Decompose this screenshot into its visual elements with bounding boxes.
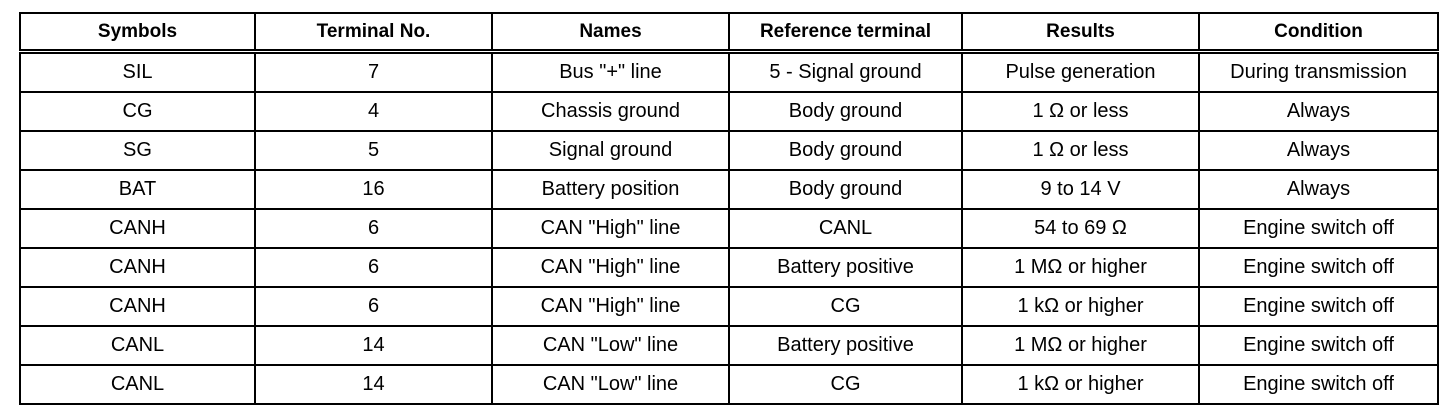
cell-reference-terminal: Battery positive	[728, 247, 963, 288]
cell-condition: Engine switch off	[1198, 364, 1439, 405]
table-header-row: Symbols Terminal No. Names Reference ter…	[19, 12, 1439, 54]
cell-condition: During transmission	[1198, 50, 1439, 93]
cell-result: 1 MΩ or higher	[961, 325, 1200, 366]
cell-terminal-no: 5	[254, 130, 493, 171]
terminal-spec-table: Symbols Terminal No. Names Reference ter…	[19, 12, 1439, 405]
cell-condition: Always	[1198, 130, 1439, 171]
cell-symbol: SIL	[19, 50, 256, 93]
cell-reference-terminal: CG	[728, 364, 963, 405]
header-names: Names	[491, 12, 730, 54]
cell-symbol: CANH	[19, 286, 256, 327]
header-reference-terminal: Reference terminal	[728, 12, 963, 54]
cell-condition: Always	[1198, 91, 1439, 132]
cell-symbol: CANH	[19, 208, 256, 249]
table-row: CANH 6 CAN "High" line Battery positive …	[19, 247, 1439, 288]
cell-condition: Engine switch off	[1198, 286, 1439, 327]
cell-name: Bus "+" line	[491, 50, 730, 93]
cell-result: 1 Ω or less	[961, 91, 1200, 132]
cell-terminal-no: 6	[254, 247, 493, 288]
cell-result: 1 MΩ or higher	[961, 247, 1200, 288]
cell-terminal-no: 14	[254, 325, 493, 366]
table-row: CANL 14 CAN "Low" line Battery positive …	[19, 325, 1439, 366]
table-row: SG 5 Signal ground Body ground 1 Ω or le…	[19, 130, 1439, 171]
cell-reference-terminal: Body ground	[728, 130, 963, 171]
cell-result: Pulse generation	[961, 50, 1200, 93]
cell-reference-terminal: Battery positive	[728, 325, 963, 366]
cell-symbol: CANL	[19, 325, 256, 366]
cell-result: 1 kΩ or higher	[961, 364, 1200, 405]
cell-symbol: CG	[19, 91, 256, 132]
cell-condition: Engine switch off	[1198, 247, 1439, 288]
table-row: SIL 7 Bus "+" line 5 - Signal ground Pul…	[19, 50, 1439, 93]
cell-result: 9 to 14 V	[961, 169, 1200, 210]
cell-name: CAN "Low" line	[491, 364, 730, 405]
cell-result: 1 Ω or less	[961, 130, 1200, 171]
cell-result: 1 kΩ or higher	[961, 286, 1200, 327]
cell-condition: Engine switch off	[1198, 325, 1439, 366]
table-row: CG 4 Chassis ground Body ground 1 Ω or l…	[19, 91, 1439, 132]
cell-symbol: CANL	[19, 364, 256, 405]
cell-terminal-no: 7	[254, 50, 493, 93]
header-symbols: Symbols	[19, 12, 256, 54]
cell-reference-terminal: 5 - Signal ground	[728, 50, 963, 93]
cell-symbol: BAT	[19, 169, 256, 210]
cell-condition: Always	[1198, 169, 1439, 210]
cell-symbol: CANH	[19, 247, 256, 288]
header-results: Results	[961, 12, 1200, 54]
table-row: BAT 16 Battery position Body ground 9 to…	[19, 169, 1439, 210]
cell-name: Signal ground	[491, 130, 730, 171]
table-row: CANL 14 CAN "Low" line CG 1 kΩ or higher…	[19, 364, 1439, 405]
cell-name: Chassis ground	[491, 91, 730, 132]
table-row: CANH 6 CAN "High" line CANL 54 to 69 Ω E…	[19, 208, 1439, 249]
header-condition: Condition	[1198, 12, 1439, 54]
cell-name: CAN "Low" line	[491, 325, 730, 366]
cell-reference-terminal: CANL	[728, 208, 963, 249]
cell-reference-terminal: Body ground	[728, 169, 963, 210]
header-terminal-no: Terminal No.	[254, 12, 493, 54]
cell-result: 54 to 69 Ω	[961, 208, 1200, 249]
cell-reference-terminal: CG	[728, 286, 963, 327]
cell-name: CAN "High" line	[491, 286, 730, 327]
cell-terminal-no: 16	[254, 169, 493, 210]
cell-terminal-no: 4	[254, 91, 493, 132]
cell-name: CAN "High" line	[491, 208, 730, 249]
cell-name: Battery position	[491, 169, 730, 210]
cell-terminal-no: 14	[254, 364, 493, 405]
cell-name: CAN "High" line	[491, 247, 730, 288]
cell-terminal-no: 6	[254, 208, 493, 249]
cell-reference-terminal: Body ground	[728, 91, 963, 132]
cell-terminal-no: 6	[254, 286, 493, 327]
cell-symbol: SG	[19, 130, 256, 171]
cell-condition: Engine switch off	[1198, 208, 1439, 249]
table-row: CANH 6 CAN "High" line CG 1 kΩ or higher…	[19, 286, 1439, 327]
